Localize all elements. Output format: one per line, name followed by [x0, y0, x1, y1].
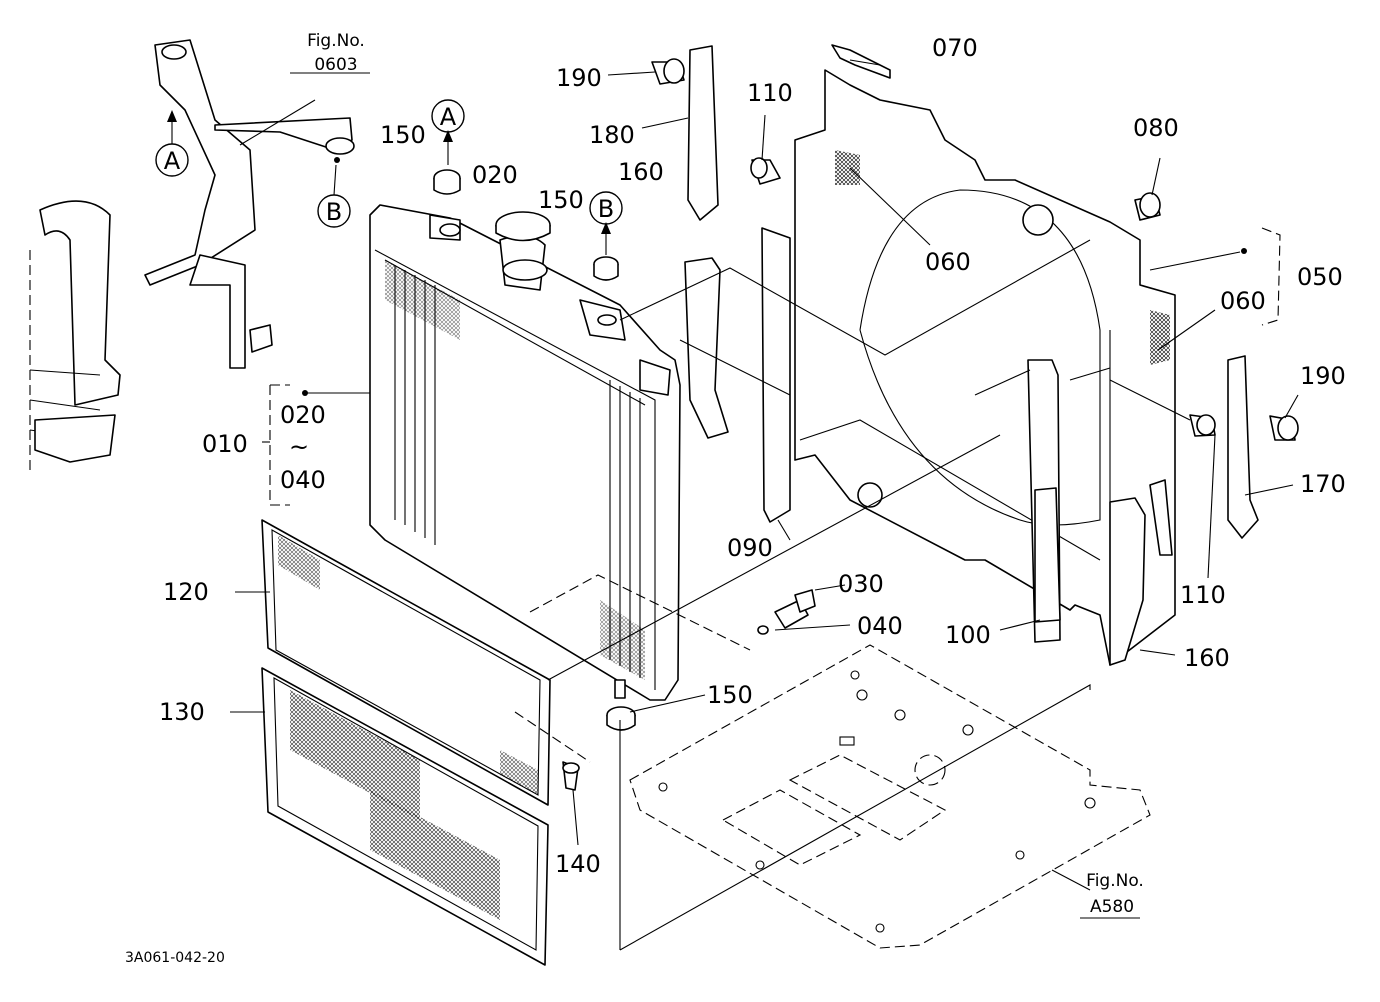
rubber-mount: [593, 256, 619, 281]
label-060: 060: [925, 248, 971, 276]
label-100: 100: [945, 621, 991, 649]
rubber-mount: [433, 169, 461, 195]
svg-text:A580: A580: [1090, 897, 1134, 917]
svg-text:A: A: [440, 103, 457, 131]
connector-a-left: A: [155, 110, 189, 177]
label-010: 010: [202, 430, 248, 458]
label-160: 160: [1184, 644, 1230, 672]
fig-ref-0603: Fig.No. 0603: [307, 31, 365, 75]
label-020: 020: [472, 161, 518, 189]
label-tilde: ~: [289, 433, 309, 461]
bolt-190: [651, 58, 685, 85]
label-110: 110: [747, 79, 793, 107]
label-110: 110: [1180, 581, 1226, 609]
label-030: 030: [838, 570, 884, 598]
label-180: 180: [589, 121, 635, 149]
guide-lines: [269, 227, 1281, 951]
label-120: 120: [163, 578, 209, 606]
label-160: 160: [618, 158, 664, 186]
connector-b-top: B: [589, 191, 623, 255]
part-labels: 010 020 ~ 040 020 030 040 050 060 060 07…: [159, 34, 1346, 878]
frame-bracket: [29, 39, 355, 470]
screen-120: [261, 519, 551, 806]
svg-text:B: B: [326, 198, 342, 226]
label-150: 150: [538, 186, 584, 214]
bracket-090: [761, 227, 791, 523]
label-170: 170: [1300, 470, 1346, 498]
svg-text:Fig.No.: Fig.No.: [1086, 871, 1144, 891]
seal-170: [1227, 355, 1259, 539]
label-070: 070: [932, 34, 978, 62]
seal-160-right: [1109, 479, 1173, 666]
svg-text:Fig.No.: Fig.No.: [307, 31, 365, 51]
label-190: 190: [1300, 362, 1346, 390]
bracket-100: [1027, 359, 1061, 643]
seal-160-left: [684, 257, 729, 439]
bolt-080: [1134, 192, 1161, 221]
bolt-110: [750, 157, 781, 185]
label-130: 130: [159, 698, 205, 726]
floor-plate: [629, 644, 1151, 949]
label-150: 150: [380, 121, 426, 149]
fan-shroud: [794, 69, 1176, 666]
label-140: 140: [555, 850, 601, 878]
screen-130: [261, 667, 549, 966]
label-050: 050: [1297, 263, 1343, 291]
rubber-mount: [606, 706, 636, 731]
radiator-cap: [495, 211, 551, 242]
svg-text:B: B: [598, 195, 614, 223]
seal-180: [687, 45, 719, 221]
label-060: 060: [1220, 287, 1266, 315]
label-090: 090: [727, 534, 773, 562]
label-080: 080: [1133, 114, 1179, 142]
svg-text:0603: 0603: [314, 55, 357, 75]
wing-bolt: [562, 761, 580, 791]
connector-b-left: B: [317, 157, 351, 228]
leader-lines: [230, 59, 1299, 919]
radiator-assembly: [369, 204, 681, 701]
drawing-ref: 3A061-042-20: [125, 950, 225, 966]
drain-cock: [757, 589, 816, 635]
label-150: 150: [707, 681, 753, 709]
connector-a-top: A: [431, 99, 465, 165]
bolt-110: [1189, 414, 1216, 437]
label-040: 040: [857, 612, 903, 640]
svg-text:A: A: [164, 147, 181, 175]
bolt-190: [1269, 415, 1299, 441]
label-040: 040: [280, 466, 326, 494]
label-020: 020: [280, 401, 326, 429]
label-190: 190: [556, 64, 602, 92]
fig-ref-a580: Fig.No. A580: [1086, 871, 1144, 917]
